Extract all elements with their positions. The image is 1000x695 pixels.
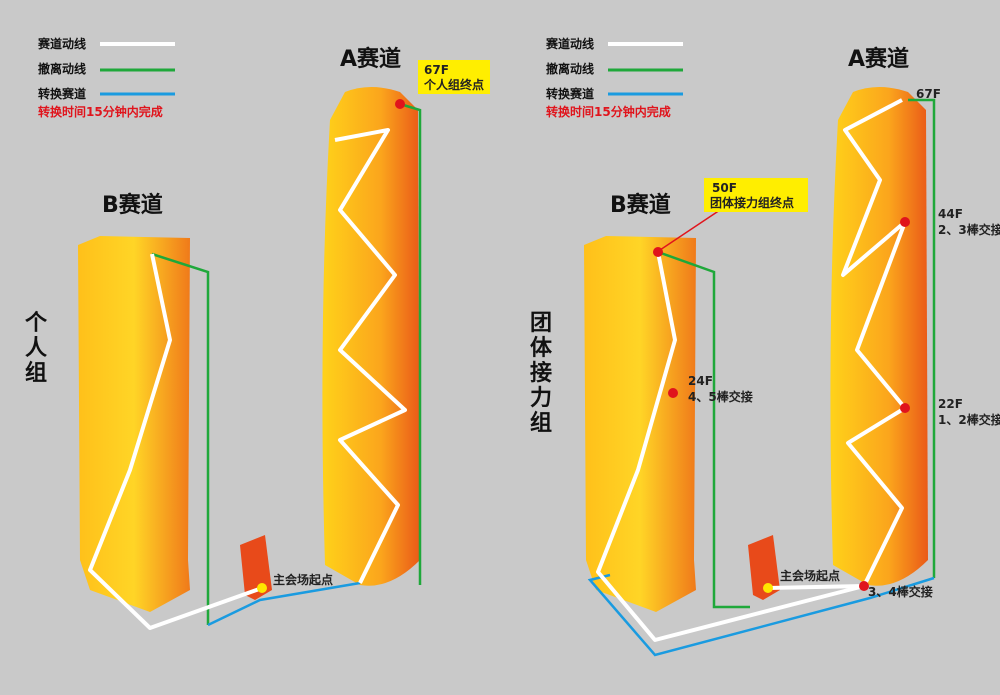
callout-text: 团体接力组终点: [710, 195, 794, 210]
handoff-text: 1、2棒交接: [938, 412, 1000, 427]
evac-route-a: [908, 98, 936, 578]
evac-route-b: [151, 252, 210, 625]
race-route-a: [841, 98, 907, 587]
legend-race-label: 赛道动线: [37, 36, 86, 51]
group-char: 个: [25, 311, 48, 336]
handoff-floor: 44F: [938, 207, 963, 221]
tower-a-title: A赛道: [848, 46, 909, 72]
race-route-b: [596, 251, 865, 642]
start-dot: [763, 583, 773, 593]
evac-route-b: [657, 250, 750, 609]
start-arch: [748, 535, 780, 600]
group-char: 接: [530, 361, 552, 386]
group-char: 组: [25, 360, 47, 386]
left-panel: 赛道动线 撤离动线 转换赛道 转换时间15分钟内完成 A赛道 B赛道 个 人 组…: [25, 36, 490, 630]
handoff-dot-44f: [900, 217, 910, 227]
race-route-b: [88, 253, 263, 630]
transfer-route: [207, 581, 361, 627]
tower-b-title: B赛道: [102, 192, 163, 218]
callout-floor: 67F: [424, 63, 449, 77]
handoff-dot-22f: [900, 403, 910, 413]
finish-callout: [704, 178, 808, 212]
tower-b-title: B赛道: [610, 192, 671, 218]
right-panel: 赛道动线 撤离动线 转换赛道 转换时间15分钟内完成 A赛道 B赛道 团 体 接…: [530, 36, 1000, 657]
legend-note: 转换时间15分钟内完成: [38, 104, 163, 119]
legend-race-label: 赛道动线: [545, 36, 594, 51]
tower-a-title: A赛道: [340, 46, 401, 72]
top-floor-label: 67F: [916, 87, 941, 101]
group-label: 团 体 接 力 组: [530, 311, 553, 436]
finish-callout: [418, 60, 490, 94]
legend-transfer-label: 转换赛道: [38, 86, 86, 101]
handoff-dot-3-4: [859, 581, 869, 591]
start-label: 主会场起点: [780, 568, 840, 583]
legend: 赛道动线 撤离动线 转换赛道 转换时间15分钟内完成: [37, 36, 175, 119]
handoff-dot-24f: [668, 388, 678, 398]
start-dot: [257, 583, 267, 593]
group-char: 力: [530, 386, 552, 411]
group-char: 组: [530, 410, 552, 436]
finish-dot: [395, 99, 405, 109]
group-label: 个 人 组: [25, 311, 48, 386]
handoff-floor: 22F: [938, 397, 963, 411]
legend: 赛道动线 撤离动线 转换赛道 转换时间15分钟内完成: [545, 36, 683, 119]
tower-a: [830, 87, 928, 586]
evac-route-a: [399, 102, 422, 585]
legend-evac-label: 撤离动线: [546, 61, 594, 76]
handoff-text: 2、3棒交接: [938, 222, 1000, 237]
start-label: 主会场起点: [273, 572, 333, 587]
handoff-text: 4、5棒交接: [688, 389, 753, 404]
transfer-route: [587, 573, 935, 657]
handoff-text: 3、4棒交接: [868, 584, 933, 599]
tower-a: [322, 87, 420, 586]
callout-leader: [659, 209, 721, 251]
tower-b: [78, 236, 190, 612]
group-char: 人: [25, 336, 47, 361]
callout-floor: 50F: [712, 181, 737, 195]
legend-note: 转换时间15分钟内完成: [546, 104, 671, 119]
callout-text: 个人组终点: [423, 77, 484, 92]
tower-b: [584, 236, 696, 612]
group-char: 团: [530, 311, 552, 336]
group-char: 体: [530, 336, 553, 361]
race-route-a: [334, 128, 407, 584]
legend-evac-label: 撤离动线: [38, 61, 86, 76]
legend-transfer-label: 转换赛道: [546, 86, 594, 101]
race-route-start: [767, 584, 865, 590]
handoff-floor: 24F: [688, 374, 713, 388]
